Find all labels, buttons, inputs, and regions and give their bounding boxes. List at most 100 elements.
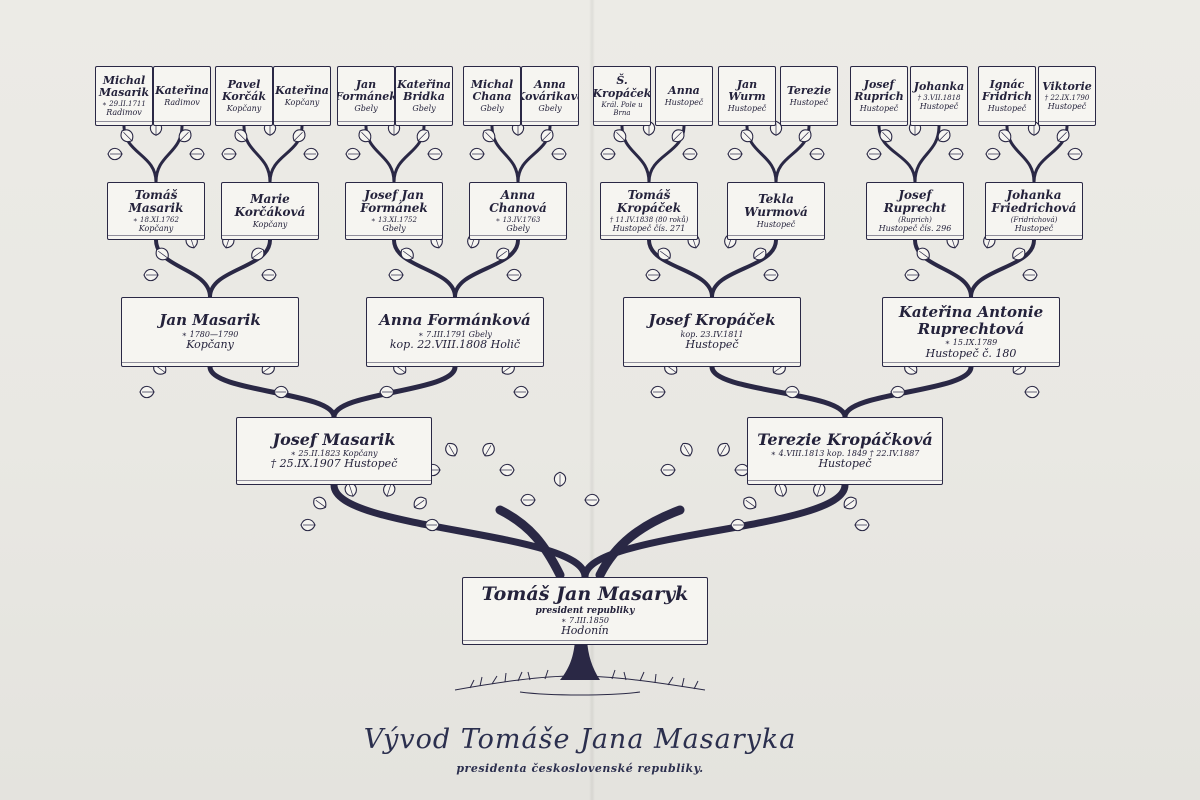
- tree-branch: [647, 238, 714, 299]
- leaf-icon: [310, 493, 330, 513]
- leaf-icon: [750, 244, 770, 264]
- person-name: Anna Formánková: [379, 311, 531, 330]
- person-place: Radimov: [164, 97, 200, 107]
- person-place: Hustopeč: [1014, 224, 1054, 234]
- leaf-icon: [840, 493, 860, 513]
- person-name: Michal Masarik: [98, 73, 150, 100]
- person-place: † 25.IX.1907 Hustopeč: [270, 457, 398, 471]
- tree-branch: [453, 238, 520, 299]
- person-name: Kateřina: [155, 84, 209, 98]
- tree-branch: [154, 124, 184, 184]
- tree-branch: [208, 238, 272, 299]
- person-place: Kopčany: [226, 104, 262, 114]
- person-place: Kopčany: [284, 97, 320, 107]
- leaf-icon: [1009, 244, 1029, 264]
- leaf-icon: [854, 518, 870, 532]
- person-dates: ∗ 7.III.1850: [561, 616, 609, 626]
- person-name: Anna Chanová: [489, 187, 547, 216]
- tree-trunk: [560, 640, 600, 680]
- leaf-icon: [551, 147, 567, 161]
- person-name: Kateřina: [275, 84, 329, 98]
- person-place: Hustopeč čís. 296: [878, 224, 952, 234]
- person-dates: ∗ 15.IX.1789: [944, 338, 998, 348]
- person-place: Hustopeč: [859, 104, 899, 114]
- person-place: Kopčany: [186, 337, 234, 351]
- leaf-icon: [763, 268, 779, 282]
- person-dates: ∗ 13.XI.1752: [371, 216, 417, 225]
- leaf-icon: [890, 385, 906, 399]
- person-name: Jan Wurm: [728, 77, 766, 104]
- leaf-icon: [469, 147, 485, 161]
- person-name: Ignác Fridrich: [982, 77, 1032, 104]
- leaf-icon: [442, 440, 461, 460]
- gen3-scroll-4: Kateřina Antonie Ruprechtová∗ 15.IX.1789…: [882, 297, 1060, 367]
- person-name: Viktorie: [1042, 80, 1092, 94]
- tree-trunk-upper: [495, 505, 685, 580]
- leaf-icon: [1024, 385, 1040, 399]
- person-name: Anna Kovárikavá: [522, 77, 578, 104]
- leaf-icon: [379, 385, 395, 399]
- leaf-icon: [139, 385, 155, 399]
- person-place: Hustopeč: [1047, 101, 1087, 111]
- person-name: Johanka: [913, 80, 965, 94]
- leaf-icon: [520, 493, 536, 507]
- tree-branch: [969, 238, 1036, 299]
- leaf-icon: [300, 518, 316, 532]
- leaf-icon: [727, 147, 743, 161]
- leaf-icon: [1053, 126, 1073, 146]
- person-dates: (Fridrichová): [1010, 216, 1058, 225]
- gen2-scroll-7: Josef Ruprecht(Ruprich)Hustopeč čís. 296: [866, 182, 964, 240]
- leaf-icon: [553, 471, 567, 487]
- leaf-icon: [795, 126, 815, 146]
- leaf-icon: [107, 147, 123, 161]
- leaf-icon: [345, 147, 361, 161]
- leaf-icon: [737, 126, 757, 146]
- person-name: Josef Masarik: [272, 429, 396, 449]
- person-name: Michal Chana: [470, 77, 514, 104]
- person-place: Gbely: [412, 104, 436, 114]
- leaf-icon: [537, 126, 557, 146]
- leaf-icon: [654, 244, 674, 264]
- leaf-icon: [410, 493, 430, 513]
- person-name: Tomáš Kropáček: [616, 187, 682, 216]
- gen1-scroll-8: Anna KovárikaváGbely: [521, 66, 579, 126]
- person-dates: † 22.IX.1790: [1044, 93, 1090, 102]
- gen4-scroll-2: Terezie Kropáčková∗ 4.VIII.1813 kop. 184…: [747, 417, 943, 485]
- leaf-icon: [143, 268, 159, 282]
- person-place: kop. 22.VIII.1808 Holič: [389, 337, 521, 351]
- tree-branch: [709, 364, 848, 420]
- person-place: Kopčany: [138, 224, 174, 234]
- leaf-icon: [289, 126, 309, 146]
- leaf-icon: [117, 126, 137, 146]
- person-name: Jan Masarik: [159, 311, 261, 330]
- person-place: Hustopeč: [987, 104, 1027, 114]
- person-name: Terezie: [786, 84, 832, 98]
- person-dates: kop. 23.IV.1811: [680, 329, 744, 339]
- person-place: Radimov: [106, 108, 142, 118]
- tree-branch: [913, 124, 941, 184]
- person-dates: ∗ 29.II.1711: [102, 100, 146, 109]
- person-place: Hustopeč: [789, 97, 829, 107]
- person-place: Hustopeč: [756, 220, 796, 230]
- leaf-icon: [645, 268, 661, 282]
- person-name: Josef Kropáček: [648, 311, 776, 330]
- tree-branch: [207, 364, 337, 420]
- person-place: Hustopeč: [919, 101, 959, 111]
- person-dates: † 3.VII.1818: [917, 93, 961, 102]
- person-dates: ∗ 1780—1790: [181, 329, 239, 339]
- leaf-icon: [499, 463, 515, 477]
- person-place: Gbely: [538, 104, 562, 114]
- person-dates: (Ruprich): [898, 216, 932, 225]
- gen4-scroll-1: Josef Masarik∗ 25.II.1823 Kopčany† 25.IX…: [236, 417, 432, 485]
- person-name: Josef Ruprich: [854, 77, 904, 104]
- person-place: Hustopeč čís. 271: [612, 224, 686, 234]
- person-place: Gbely: [354, 104, 378, 114]
